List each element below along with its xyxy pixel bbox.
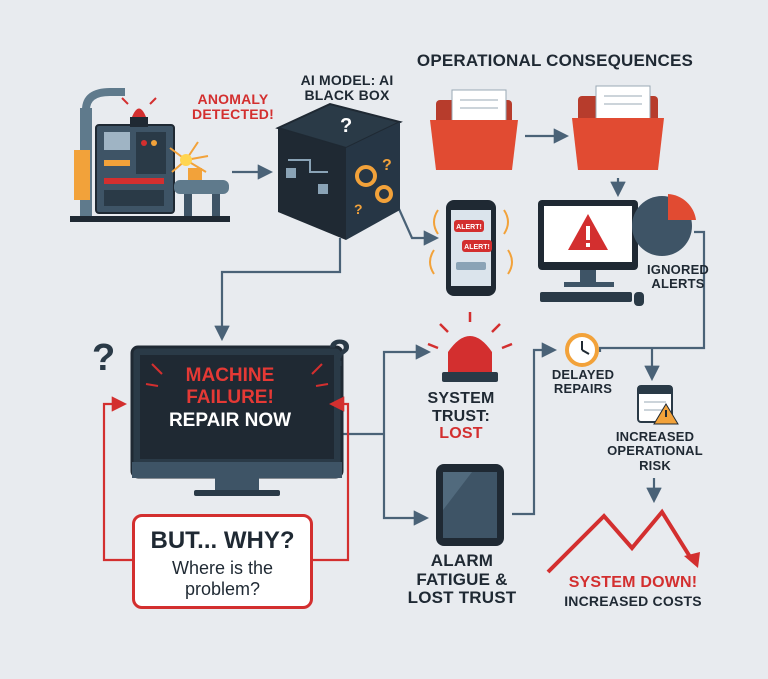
phone-alert-1: ALERT! (456, 224, 482, 231)
why-title: BUT... WHY? (150, 527, 295, 554)
increased-costs-text: INCREASED COSTS (564, 592, 702, 609)
folder-icon-2 (572, 85, 664, 170)
connector-arrows (214, 128, 706, 526)
ai-black-box-icon: ? ? ? (275, 102, 403, 240)
ignored-alerts-label: IGNORED ALERTS (646, 262, 710, 292)
alarm-fatigue-label: ALARM FATIGUE & LOST TRUST (407, 551, 517, 608)
question-mark-left: ? (92, 337, 115, 379)
downward-trend-icon (546, 508, 700, 574)
arrow-ai-to-monitor (214, 238, 342, 342)
system-down-text: SYSTEM DOWN! (568, 574, 698, 591)
system-trust-text: SYSTEM TRUST: (427, 390, 495, 425)
monitor-line-2: FAILURE! (186, 387, 274, 409)
arrow-branch-to-siren (382, 344, 432, 434)
monitor-screen-text: MACHINE FAILURE! REPAIR NOW (142, 365, 318, 432)
question-mark-right: ? (328, 333, 351, 375)
increased-risk-label: INCREASED OPERATIONAL RISK (607, 429, 703, 473)
system-trust-label: SYSTEM TRUST: LOST (412, 390, 510, 443)
tablet-icon (436, 464, 504, 546)
system-down-label: SYSTEM DOWN! INCREASED COSTS (548, 574, 718, 609)
system-trust-value: LOST (439, 425, 483, 443)
clock-icon (565, 333, 599, 367)
siren-light-icon (132, 108, 146, 117)
why-text: Where is the problem? (171, 558, 274, 599)
monitor-line-1: MACHINE (185, 365, 275, 386)
phone-icon (429, 200, 513, 296)
folder-icon-1 (430, 89, 518, 170)
siren-icon (427, 312, 513, 382)
pie-chart-icon (632, 194, 696, 256)
ai-model-label: AI MODEL: AI BLACK BOX (300, 72, 394, 104)
arrow-branch-to-tablet (382, 434, 430, 526)
phone-alert-2: ALERT! (464, 244, 490, 251)
arrow-computer-to-delayed (598, 230, 706, 352)
warning-computer-icon (538, 200, 644, 306)
operational-consequences-title: OPERATIONAL CONSEQUENCES (416, 51, 694, 70)
delayed-repairs-label: DELAYED REPAIRS (551, 367, 615, 397)
arrow-tablet-to-delayed (512, 342, 558, 516)
arrow-ai-to-phone (393, 199, 440, 246)
feedback-arrows (102, 396, 350, 562)
monitor-line-3: REPAIR NOW (168, 409, 292, 431)
anomaly-label: ANOMALY DETECTED! (192, 91, 274, 123)
calendar-warning-icon (637, 385, 679, 425)
svg-text:?: ? (382, 157, 392, 174)
svg-text:?: ? (340, 115, 352, 137)
svg-text:?: ? (354, 201, 363, 217)
why-callout-box: BUT... WHY? Where is the problem? (132, 514, 313, 609)
machine-icon (70, 88, 230, 222)
monitor-icon (130, 345, 344, 496)
